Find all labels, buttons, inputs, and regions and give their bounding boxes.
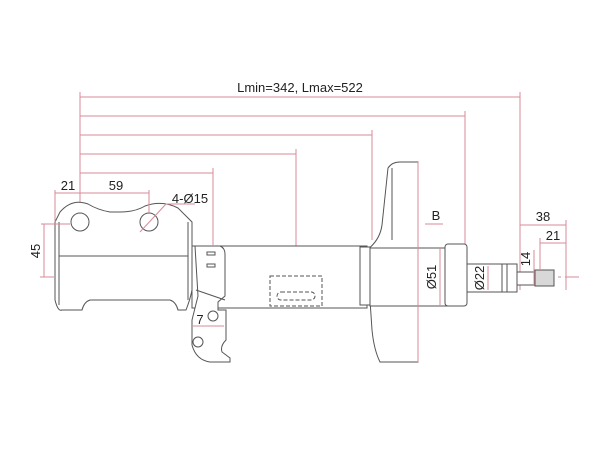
tab-hole-lower [192,336,204,348]
dim-label-d51: Ø51 [424,265,439,290]
dim-label-d22: Ø22 [472,266,487,291]
section-mark: B [425,208,443,225]
mount-hole-left [70,212,90,232]
length-range-label: Lmin=342, Lmax=522 [237,80,363,95]
tab-hole-upper [207,310,219,322]
section-label-b: B [432,208,441,223]
outer-tube: 7 [191,245,368,363]
dim-label-holes: 4-Ø15 [172,191,208,206]
lower-body [369,243,468,307]
dim-label-21-right: 21 [546,228,560,243]
length-dimensions [79,92,521,290]
dim-label-14: 14 [518,252,533,266]
piston-rod [466,263,555,293]
dim-label-7: 7 [196,312,203,327]
dim-label-45: 45 [28,244,43,258]
dim-label-38: 38 [536,209,550,224]
dim-label-21-left: 21 [61,178,75,193]
dim-label-59: 59 [109,178,123,193]
mounting-bracket [54,201,195,311]
threaded-stud [534,269,555,287]
stud-dimensions: 38 21 14 [518,209,567,290]
bracket-dimensions: 21 59 4-Ø15 45 [28,178,208,277]
